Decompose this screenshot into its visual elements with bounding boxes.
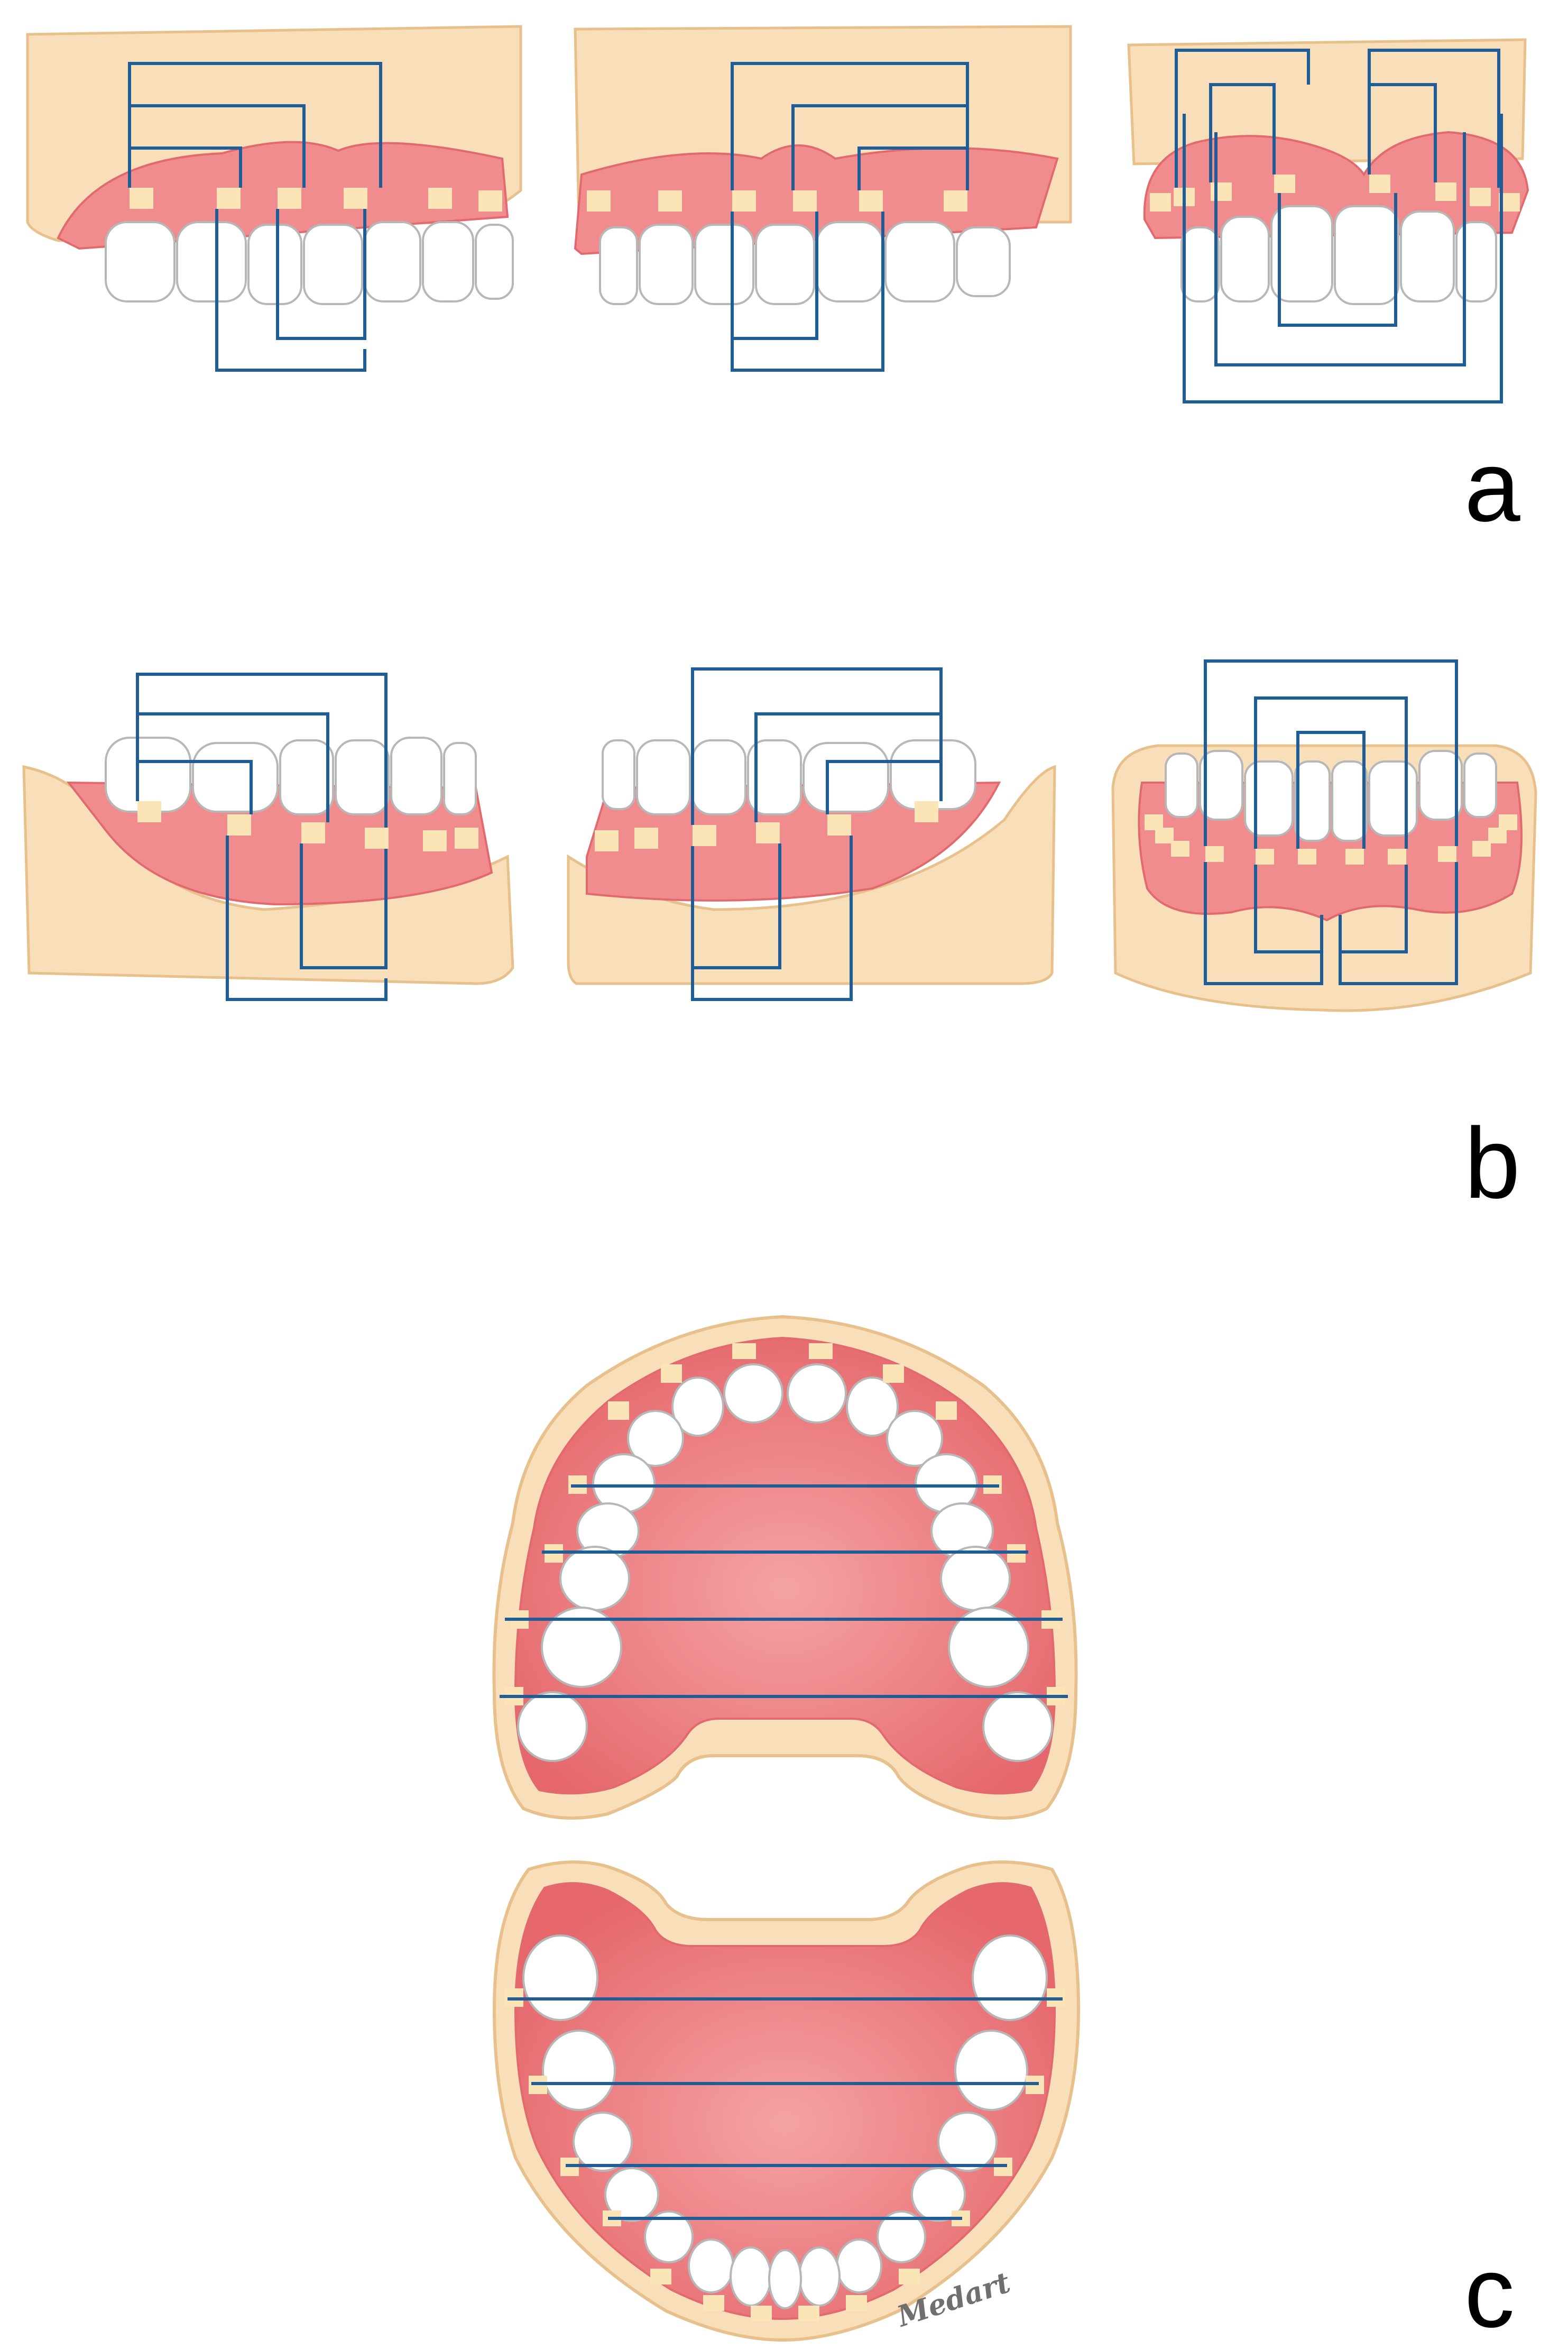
wires xyxy=(691,667,943,1001)
lower-middle-view xyxy=(567,667,1056,1001)
wires xyxy=(731,62,969,372)
markers xyxy=(137,801,478,851)
teeth-arch xyxy=(522,1934,1048,2309)
gum xyxy=(586,781,1001,902)
markers xyxy=(595,801,938,851)
teeth-row xyxy=(105,221,514,305)
teeth-row xyxy=(1165,750,1497,842)
wires xyxy=(1204,659,1458,985)
markers xyxy=(587,190,967,212)
panel-b: b xyxy=(22,659,1537,1219)
panel-label-b: b xyxy=(1464,1107,1520,1219)
upper-occlusal-view xyxy=(492,1315,1078,1820)
lower-left-view xyxy=(22,673,514,1001)
panel-label-c: c xyxy=(1464,2236,1515,2348)
wires xyxy=(1175,49,1503,403)
model-base xyxy=(1127,38,1527,166)
wires xyxy=(128,62,382,372)
lower-front-view xyxy=(1111,659,1537,1012)
wires xyxy=(500,1484,1068,1698)
panel-label-a: a xyxy=(1464,430,1520,543)
model-base xyxy=(567,765,1056,985)
markers xyxy=(130,188,502,212)
wires xyxy=(508,1997,1063,2220)
teeth-row xyxy=(599,221,1011,305)
lower-occlusal-view xyxy=(492,1860,1081,2342)
wires xyxy=(136,673,388,1001)
upper-front-view xyxy=(1127,38,1529,403)
teeth-row xyxy=(1180,205,1497,305)
upper-left-view xyxy=(26,25,522,372)
panel-a: a xyxy=(26,25,1529,543)
upper-middle-view xyxy=(574,25,1072,372)
markers xyxy=(1150,175,1520,212)
teeth-arch xyxy=(517,1363,1053,1762)
markers xyxy=(1145,814,1517,865)
panel-c: Medart c xyxy=(492,1315,1515,2348)
